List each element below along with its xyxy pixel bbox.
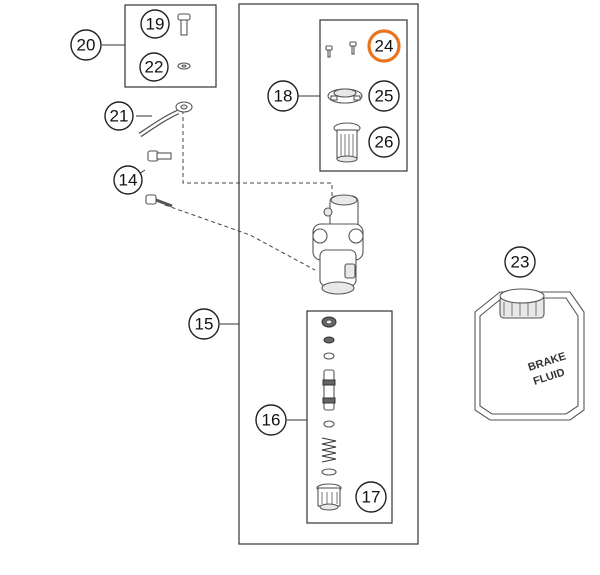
callout-22: 22 xyxy=(139,52,169,82)
hose-21-part xyxy=(138,101,193,138)
svg-text:16: 16 xyxy=(262,411,281,430)
banjo-bolt-part xyxy=(147,150,172,162)
svg-text:20: 20 xyxy=(77,36,96,55)
callout-17: 17 xyxy=(355,481,387,513)
svg-text:22: 22 xyxy=(145,58,164,77)
callout-26: 26 xyxy=(368,126,400,158)
svg-text:14: 14 xyxy=(119,171,138,190)
washer-22-part xyxy=(177,62,191,70)
svg-text:17: 17 xyxy=(362,488,381,507)
kit-frame-20 xyxy=(124,4,217,88)
callout-16: 16 xyxy=(255,404,287,436)
reservoir-cap-25-part xyxy=(327,88,363,104)
callout-19: 19 xyxy=(140,9,170,39)
callout-21: 21 xyxy=(104,101,134,131)
main-assembly-frame-15 xyxy=(238,3,419,545)
svg-text:18: 18 xyxy=(274,87,293,106)
piston-kit-frame-16 xyxy=(306,310,393,524)
svg-text:26: 26 xyxy=(375,133,394,152)
callout-14: 14 xyxy=(113,165,143,195)
callout-25: 25 xyxy=(368,80,400,112)
piston-kit-16-parts xyxy=(321,316,337,476)
long-bolt-14-part xyxy=(145,194,173,208)
boot-17-part xyxy=(316,483,342,511)
screws-24-part xyxy=(325,41,357,58)
svg-text:19: 19 xyxy=(146,15,165,34)
callout-24: 24 xyxy=(367,29,401,63)
svg-text:24: 24 xyxy=(375,37,394,56)
screw-19-part xyxy=(177,13,191,36)
reservoir-26-part xyxy=(333,122,361,163)
svg-text:15: 15 xyxy=(195,315,214,334)
svg-text:21: 21 xyxy=(110,107,129,126)
callout-18: 18 xyxy=(267,80,299,112)
callout-20: 20 xyxy=(70,29,102,61)
master-cylinder-body-part xyxy=(312,194,364,295)
callout-23: 23 xyxy=(504,246,536,278)
svg-text:23: 23 xyxy=(511,253,530,272)
brake-fluid-container-23: BRAKE FLUID xyxy=(474,288,585,421)
svg-text:25: 25 xyxy=(375,87,394,106)
callout-15: 15 xyxy=(188,308,220,340)
